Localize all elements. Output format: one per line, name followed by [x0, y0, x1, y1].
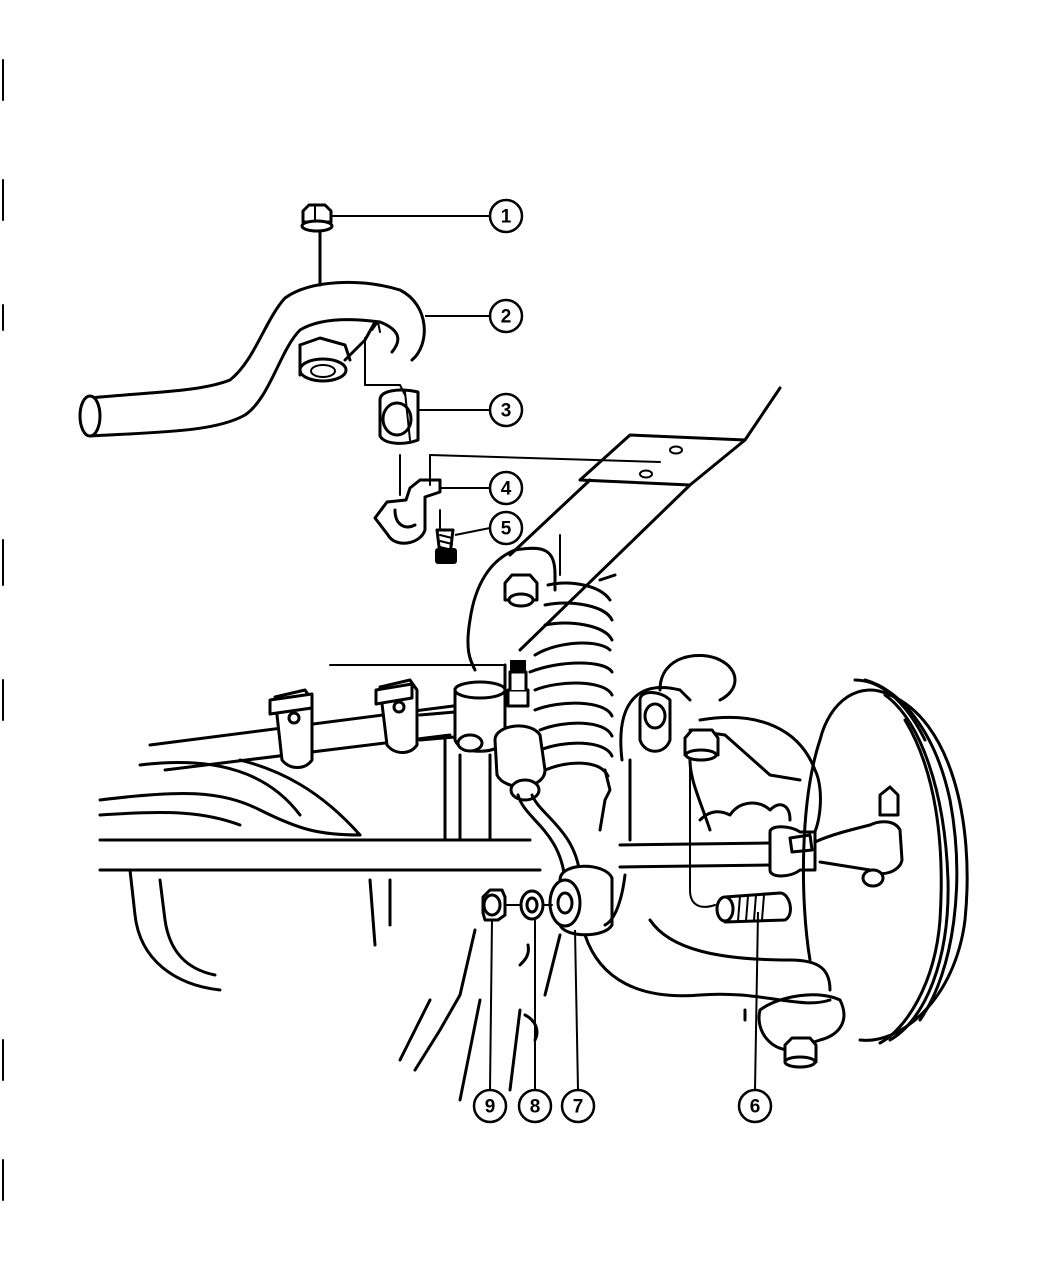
callout-4: 4 — [488, 470, 524, 506]
callout-label-9: 9 — [485, 1097, 496, 1118]
callout-label-6: 6 — [750, 1097, 761, 1118]
nut-part-9 — [481, 888, 507, 922]
callout-label-2: 2 — [501, 307, 512, 328]
coil-spring — [528, 573, 617, 832]
callout-label-3: 3 — [501, 401, 512, 422]
bushing-part-3 — [364, 337, 420, 445]
bolt-part-5 — [435, 509, 457, 564]
sway-bar-link-part-7 — [493, 660, 614, 937]
callout-8: 8 — [517, 1088, 553, 1124]
brake-rotor — [801, 678, 969, 1045]
stabilizer-bar-part-2 — [78, 280, 426, 438]
tie-rod-end — [768, 785, 904, 888]
track-bar — [148, 678, 502, 772]
callout-label-4: 4 — [501, 479, 512, 500]
bolt-part-6 — [715, 891, 792, 924]
nut-part-1 — [300, 203, 334, 287]
washer-part-8 — [504, 889, 553, 921]
callout-9: 9 — [472, 1088, 508, 1124]
axle-tube — [98, 758, 772, 992]
callout-1: 1 — [488, 198, 524, 234]
callout-label-8: 8 — [530, 1097, 541, 1118]
callout-6: 6 — [737, 1088, 773, 1124]
callout-label-1: 1 — [501, 207, 512, 228]
callout-5: 5 — [488, 510, 524, 546]
callout-label-7: 7 — [573, 1097, 584, 1118]
callout-label-5: 5 — [501, 519, 512, 540]
shock-absorber — [329, 663, 507, 842]
callout-3: 3 — [488, 392, 524, 428]
knuckle-upper-nut — [683, 728, 720, 908]
callout-7: 7 — [560, 1088, 596, 1124]
lower-ball-joint — [743, 993, 846, 1069]
retainer-bracket-part-4 — [373, 454, 661, 545]
leader-lines — [332, 215, 759, 1091]
lower-linkage — [398, 928, 562, 1102]
callout-2: 2 — [488, 298, 524, 334]
frame-rail — [508, 386, 782, 652]
shock-mount — [466, 534, 561, 672]
